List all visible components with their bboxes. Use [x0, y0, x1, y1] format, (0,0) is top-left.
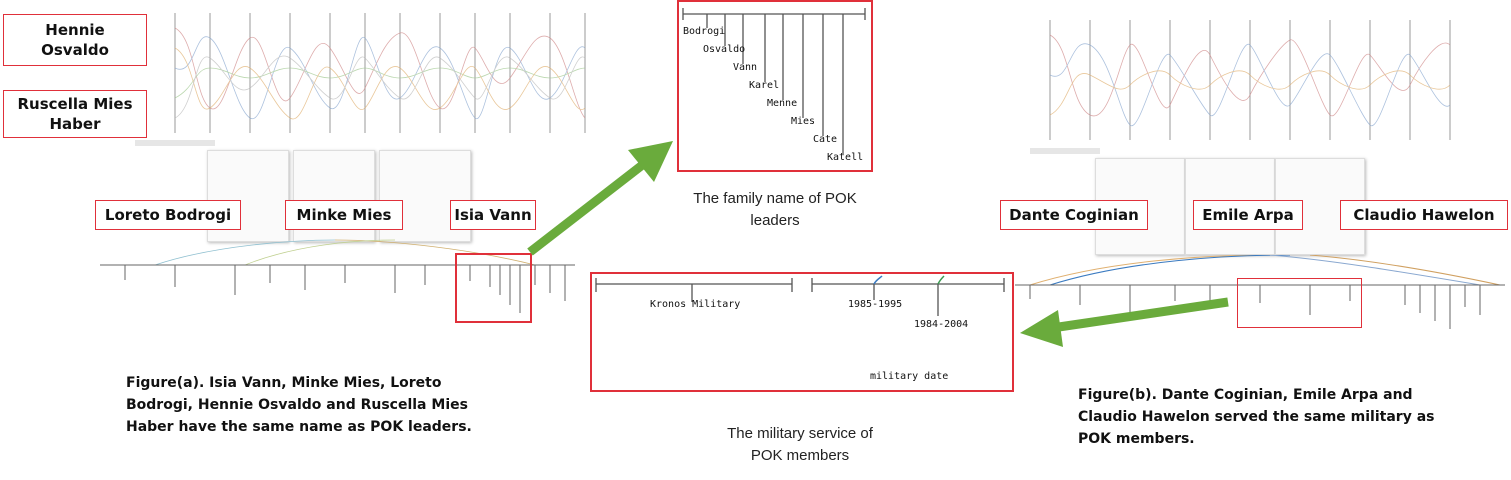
military-caption-line2: POK members	[750, 447, 850, 464]
tree-name-vann: Vann	[733, 62, 758, 73]
figure-b-line1: Figure(b). Dante Coginian, Emile Arpa an…	[1078, 387, 1413, 403]
label-hennie-osvaldo: Hennie Osvaldo	[3, 14, 147, 66]
figure-a-caption: Figure(a). Isia Vann, Minke Mies, Loreto…	[126, 372, 506, 438]
military-caption-line1: The military service of	[727, 425, 873, 442]
figure-a-line1: Figure(a). Isia Vann, Minke Mies, Loreto	[126, 375, 442, 391]
label-ruscella-text: Ruscella Mies Haber	[17, 95, 133, 133]
tree-name-karel: Karel	[749, 80, 780, 91]
label-claudio-hawelon: Claudio Hawelon	[1340, 200, 1508, 230]
tree-name-mies: Mies	[791, 116, 816, 127]
tree-name-menne: Menne	[767, 98, 798, 109]
label-isia-vann: Isia Vann	[450, 200, 536, 230]
figure-b-caption: Figure(b). Dante Coginian, Emile Arpa an…	[1078, 384, 1498, 450]
label-emile-arpa: Emile Arpa	[1193, 200, 1303, 230]
label-isia-text: Isia Vann	[454, 206, 532, 224]
label-minke-text: Minke Mies	[296, 206, 392, 224]
right-parallel-coordinates	[1049, 20, 1451, 140]
label-claudio-text: Claudio Hawelon	[1353, 206, 1495, 224]
left-tree-strip	[100, 239, 575, 313]
figure-a-line3: Haber have the same name as POK leaders.	[126, 419, 472, 435]
left-parallel-coordinates	[174, 13, 586, 133]
figure-b-line3: POK members.	[1078, 431, 1195, 447]
tree-name-cate: Cate	[813, 134, 838, 145]
label-emile-text: Emile Arpa	[1202, 206, 1294, 224]
label-dante-text: Dante Coginian	[1009, 206, 1139, 224]
label-ruscella-mies-haber: Ruscella Mies Haber	[3, 90, 147, 138]
label-loreto-bodrogi: Loreto Bodrogi	[95, 200, 241, 230]
tree-name-osvaldo: Osvaldo	[703, 44, 746, 55]
figure-a-line2: Bodrogi, Hennie Osvaldo and Ruscella Mie…	[126, 397, 468, 413]
family-name-caption-line2: leaders	[750, 212, 800, 229]
military-date-2: 1984-2004	[914, 319, 969, 330]
military-tree-box: Kronos Military 1985-1995 1984-2004 mili…	[590, 272, 1014, 392]
right-tree-strip	[1015, 255, 1505, 329]
family-name-tree-box: Bodrogi Osvaldo Vann Karel Menne Mies Ca…	[677, 0, 873, 172]
family-name-caption-line1: The family name of POK	[693, 190, 857, 207]
label-minke-mies: Minke Mies	[285, 200, 403, 230]
family-name-caption: The family name of POK leaders	[660, 188, 890, 232]
label-hennie-text: Hennie Osvaldo	[41, 21, 109, 59]
tree-name-bodrogi: Bodrogi	[683, 26, 726, 37]
military-date-label: military date	[870, 371, 949, 382]
right-tree-highlight	[1237, 278, 1362, 328]
military-caption: The military service of POK members	[680, 423, 920, 467]
military-name: Kronos Military	[650, 299, 741, 310]
tree-name-katell: Katell	[827, 152, 864, 163]
military-date-1: 1985-1995	[848, 299, 903, 310]
label-loreto-text: Loreto Bodrogi	[104, 206, 232, 224]
figure-b-line2: Claudio Hawelon served the same military…	[1078, 409, 1435, 425]
label-dante-coginian: Dante Coginian	[1000, 200, 1148, 230]
left-tree-highlight	[455, 253, 532, 323]
